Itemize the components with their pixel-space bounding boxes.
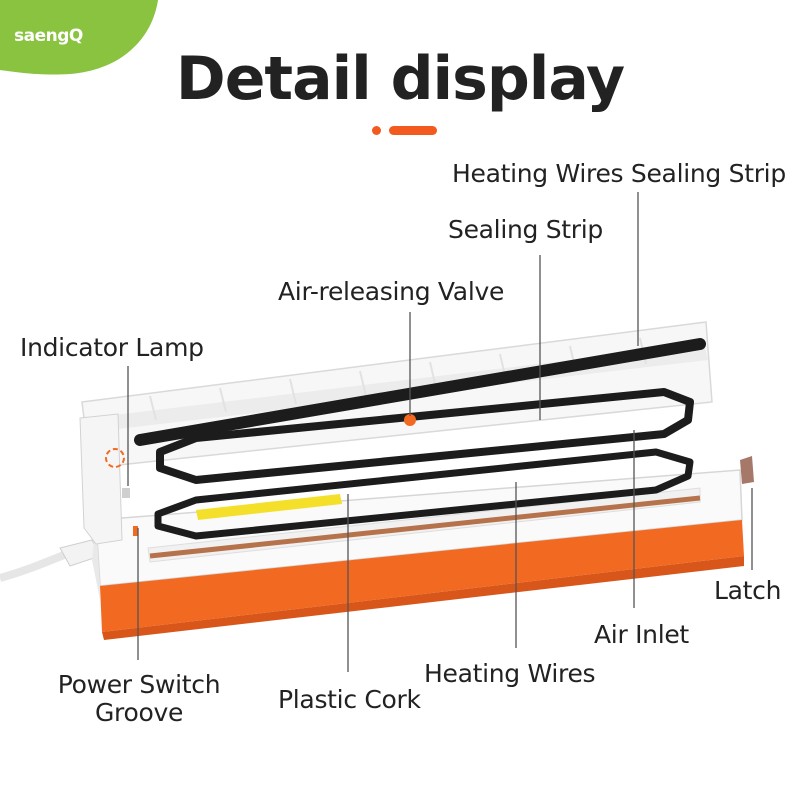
- title-accent-bar: [389, 126, 437, 135]
- label-air-releasing-valve: Air-releasing Valve: [278, 277, 505, 306]
- label-plastic-cork: Plastic Cork: [278, 685, 421, 714]
- label-power-switch-groove-line1: Power Switch: [57, 670, 221, 699]
- label-heating-wires: Heating Wires: [424, 659, 596, 688]
- label-air-inlet: Air Inlet: [594, 620, 689, 649]
- label-sealing-strip: Sealing Strip: [448, 215, 603, 244]
- label-latch: Latch: [714, 576, 782, 605]
- label-indicator-lamp: Indicator Lamp: [20, 333, 204, 362]
- brand-logo-background: [0, 0, 158, 75]
- label-power-switch-groove: Power Switch Groove: [50, 671, 228, 727]
- label-power-switch-groove-line2: Groove: [94, 698, 184, 727]
- brand-logo: saengQ: [14, 26, 83, 46]
- title-accent-dot: [372, 126, 381, 135]
- page-title: Detail display: [175, 44, 625, 114]
- label-heating-wires-sealing-strip: Heating Wires Sealing Strip: [452, 159, 786, 188]
